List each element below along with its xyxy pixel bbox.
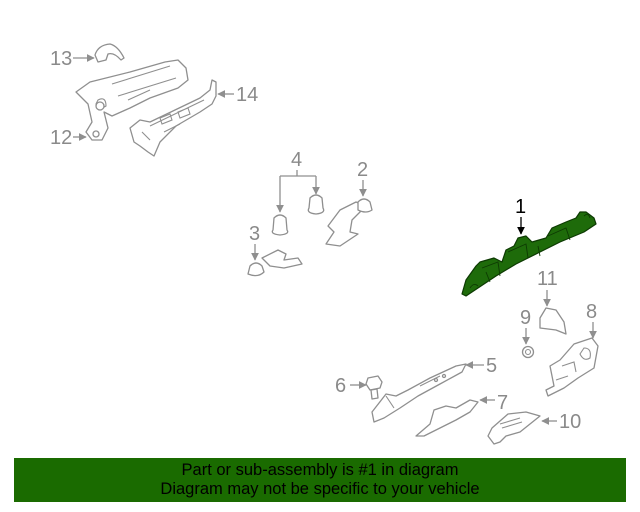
part-2-bracket[interactable] [325,198,373,247]
callout-3[interactable]: 3 [249,223,260,245]
callout-5[interactable]: 5 [486,355,497,377]
callout-12[interactable]: 12 [50,127,72,149]
part-6-bolt[interactable] [365,375,383,400]
callout-8[interactable]: 8 [586,301,597,323]
part-7-bracket[interactable] [415,399,479,437]
callout-2[interactable]: 2 [357,159,368,181]
part-1-highlighted-rail[interactable] [461,211,597,297]
part-4-nut-b[interactable] [307,194,325,215]
part-10-handle[interactable] [487,411,541,445]
callout-4[interactable]: 4 [291,149,302,171]
banner-line-2: Diagram may not be specific to your vehi… [160,480,480,498]
part-11-cover[interactable] [539,307,567,335]
part-13-clip[interactable] [94,43,125,63]
info-banner: Part or sub-assembly is #1 in diagram Di… [14,458,626,502]
callout-9[interactable]: 9 [520,307,531,329]
parts-diagram: 13 12 14 4 2 3 1 11 [50,43,599,445]
callout-10[interactable]: 10 [559,411,581,433]
part-12-actuator[interactable] [75,59,189,141]
leader-4-bar [280,170,316,177]
callout-6[interactable]: 6 [335,375,346,397]
banner-line-1: Part or sub-assembly is #1 in diagram [181,461,459,479]
callout-1[interactable]: 1 [515,196,526,218]
callout-11[interactable]: 11 [537,268,558,290]
part-9-grommet[interactable] [521,345,535,359]
part-3-bracket[interactable] [247,249,303,277]
part-5-bracket[interactable] [371,363,467,423]
part-8-motor[interactable] [545,337,599,397]
callout-13[interactable]: 13 [50,48,72,70]
part-14-bracket[interactable] [129,79,217,157]
part-4-nut-a[interactable] [271,214,289,236]
callout-14[interactable]: 14 [236,84,258,106]
callout-7[interactable]: 7 [497,392,508,414]
